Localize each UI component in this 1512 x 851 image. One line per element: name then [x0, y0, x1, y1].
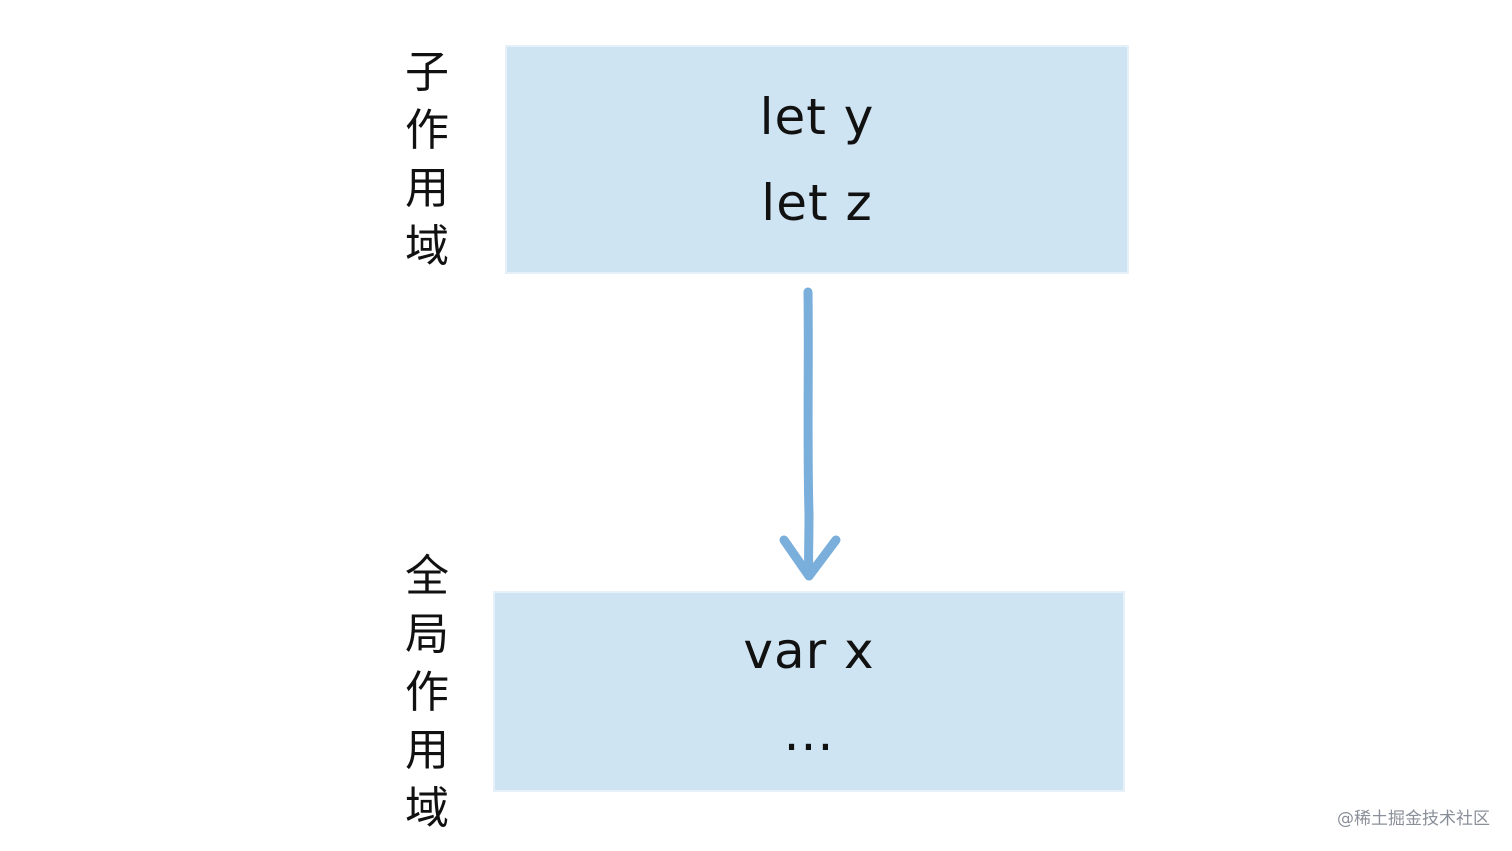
child-scope-label-char: 作 — [405, 105, 449, 156]
arrow-shaft — [803, 287, 814, 579]
global-scope-label-char: 作 — [405, 667, 449, 718]
child-scope-line-1: let y — [759, 87, 875, 146]
global-scope-box: var x ... — [495, 593, 1123, 790]
global-scope-label-char: 局 — [405, 609, 449, 660]
global-scope-label-char: 域 — [405, 783, 449, 834]
global-scope-label-char: 用 — [405, 725, 449, 776]
child-scope-label: 子 作 用 域 — [392, 44, 462, 276]
global-scope-line-1: var x — [743, 621, 875, 680]
child-scope-box: let y let z — [507, 47, 1127, 272]
global-scope-line-2: ... — [783, 703, 835, 762]
global-scope-label: 全 局 作 用 域 — [392, 548, 462, 838]
child-scope-label-char: 域 — [405, 221, 449, 272]
child-scope-label-char: 用 — [405, 163, 449, 214]
scope-chain-arrow — [779, 287, 841, 581]
arrow-head — [779, 535, 841, 581]
child-scope-line-2: let z — [761, 173, 873, 232]
child-scope-label-char: 子 — [405, 47, 449, 98]
global-scope-label-char: 全 — [405, 551, 449, 602]
watermark: @稀土掘金技术社区 — [1337, 809, 1490, 829]
